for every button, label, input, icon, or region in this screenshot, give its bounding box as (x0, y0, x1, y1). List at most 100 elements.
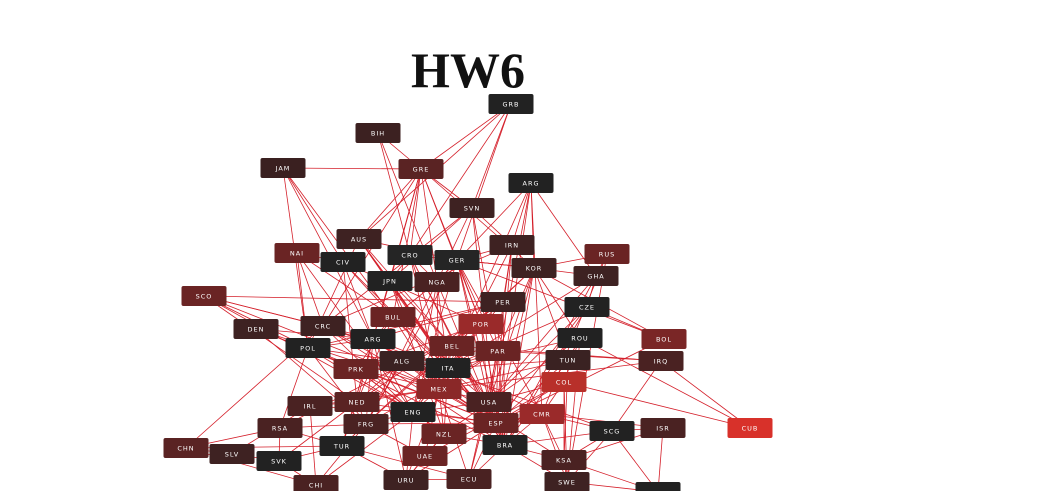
edge-per-sco (203, 295, 504, 303)
node-eng[interactable]: ENG (390, 402, 436, 422)
node-mex[interactable]: MEX (416, 379, 462, 399)
edge-pol-eng (307, 347, 414, 413)
node-nzl[interactable]: NZL (421, 424, 467, 444)
node-label: MEX (430, 386, 447, 394)
node-svk[interactable]: SVK (256, 451, 302, 471)
edge-cub-rou (579, 337, 751, 429)
node-pol[interactable]: POL (285, 338, 331, 358)
node-slv[interactable]: SLV (209, 444, 255, 464)
node-box (473, 413, 519, 433)
node-box (573, 266, 619, 286)
node-irn[interactable]: IRN (489, 235, 535, 255)
node-jpn[interactable]: JPN (367, 271, 413, 291)
node-box (334, 392, 380, 412)
node-aus[interactable]: AUS (336, 229, 382, 249)
node-usa[interactable]: USA (466, 392, 512, 412)
node-bel[interactable]: BEL (429, 336, 475, 356)
node-frg[interactable]: FRG (343, 414, 389, 434)
edge-isr-aut (657, 427, 664, 491)
node-sco[interactable]: SCO (181, 286, 227, 306)
edge-irl-chi (309, 405, 317, 486)
node-uae[interactable]: UAE (402, 446, 448, 466)
node-grb[interactable]: GRB (488, 94, 534, 114)
node-gre[interactable]: GRE (398, 159, 444, 179)
node-label: CUB (742, 425, 759, 433)
node-ned[interactable]: NED (334, 392, 380, 412)
node-kor[interactable]: KOR (511, 258, 557, 278)
node-box (727, 418, 773, 438)
node-crc[interactable]: CRC (300, 316, 346, 336)
node-box (584, 244, 630, 264)
node-box (257, 418, 303, 438)
node-label: IRL (303, 403, 316, 411)
node-label: AUS (351, 236, 367, 244)
node-arg1[interactable]: ARG (508, 173, 554, 193)
node-civ[interactable]: CIV (320, 252, 366, 272)
node-nai[interactable]: NAI (274, 243, 320, 263)
node-uru[interactable]: URU (383, 470, 429, 490)
node-ita[interactable]: ITA (425, 358, 471, 378)
node-tur[interactable]: TUR (319, 436, 365, 456)
node-jam[interactable]: JAM (260, 158, 306, 178)
node-label: BEL (444, 343, 459, 351)
edge-irq-cub (660, 360, 751, 429)
node-svn[interactable]: SVN (449, 198, 495, 218)
node-label: CHI (309, 482, 323, 490)
node-irq[interactable]: IRQ (638, 351, 684, 371)
edge-bol-ger (456, 259, 665, 340)
node-cro[interactable]: CRO (387, 245, 433, 265)
edge-irq-scg (611, 360, 662, 432)
node-bra[interactable]: BRA (482, 435, 528, 455)
node-cze[interactable]: CZE (564, 297, 610, 317)
edge-gre-cro (409, 168, 422, 256)
node-box (482, 435, 528, 455)
edge-svn-nga (436, 207, 473, 283)
node-chn[interactable]: CHN (163, 438, 209, 458)
node-cub[interactable]: CUB (727, 418, 773, 438)
node-aut[interactable] (635, 482, 681, 491)
node-por[interactable]: POR (458, 314, 504, 334)
node-nga[interactable]: NGA (414, 272, 460, 292)
node-label: IRN (505, 242, 519, 250)
node-esp[interactable]: ESP (473, 413, 519, 433)
node-alg[interactable]: ALG (379, 351, 425, 371)
node-scg[interactable]: SCG (589, 421, 635, 441)
node-rsa[interactable]: RSA (257, 418, 303, 438)
edge-scg-aut (611, 430, 658, 491)
node-prk[interactable]: PRK (333, 359, 379, 379)
node-box (355, 123, 401, 143)
edge-arg1-cmr (530, 182, 543, 415)
node-bih[interactable]: BIH (355, 123, 401, 143)
node-label: PAR (490, 348, 505, 356)
node-box (429, 336, 475, 356)
node-label: KOR (526, 265, 543, 273)
edge-ger-par (456, 259, 499, 352)
node-label: PER (495, 299, 511, 307)
node-box (163, 438, 209, 458)
node-box (557, 328, 603, 348)
node-swe[interactable]: SWE (544, 472, 590, 491)
node-bul[interactable]: BUL (370, 307, 416, 327)
node-col[interactable]: COL (541, 372, 587, 392)
node-par[interactable]: PAR (475, 341, 521, 361)
node-bol[interactable]: BOL (641, 329, 687, 349)
edge-grb-ger (456, 103, 512, 261)
node-ksa[interactable]: KSA (541, 450, 587, 470)
node-label: GRE (413, 166, 430, 174)
node-isr[interactable]: ISR (640, 418, 686, 438)
node-rus[interactable]: RUS (584, 244, 630, 264)
node-box (414, 272, 460, 292)
node-arg[interactable]: ARG (350, 329, 396, 349)
node-ger[interactable]: GER (434, 250, 480, 270)
node-rou[interactable]: ROU (557, 328, 603, 348)
node-irl[interactable]: IRL (287, 396, 333, 416)
node-gha[interactable]: GHA (573, 266, 619, 286)
node-per[interactable]: PER (480, 292, 526, 312)
node-cmr[interactable]: CMR (519, 404, 565, 424)
node-den[interactable]: DEN (233, 319, 279, 339)
node-ecu[interactable]: ECU (446, 469, 492, 489)
node-label: IRQ (654, 358, 669, 366)
edge-arg1-irn (511, 182, 532, 246)
node-tun[interactable]: TUN (545, 350, 591, 370)
node-chi[interactable]: CHI (293, 475, 339, 491)
